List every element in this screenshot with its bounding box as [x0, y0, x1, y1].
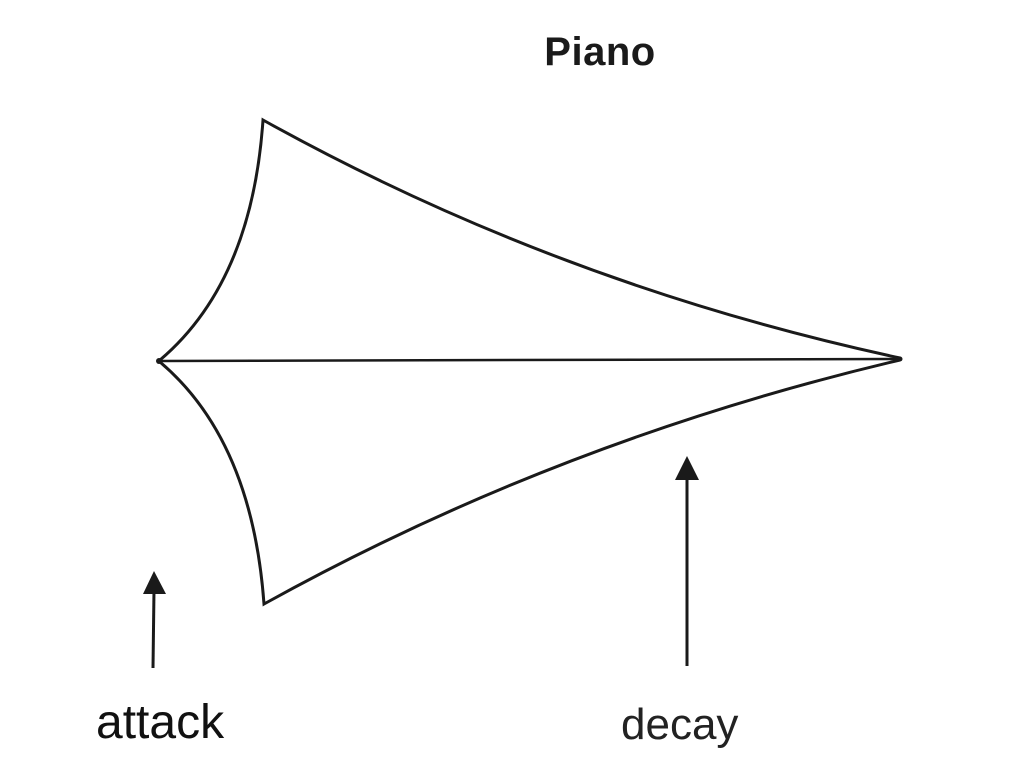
decay-label: decay: [621, 700, 739, 749]
upper-envelope-curve: [159, 117, 901, 362]
decay-arrow-head: [675, 456, 699, 480]
decay-end-point: [897, 356, 903, 362]
attack-arrow-shaft: [151, 589, 156, 669]
center-axis-line: [157, 357, 903, 363]
attack-arrow: [143, 571, 166, 669]
lower-envelope-curve: [159, 358, 901, 607]
diagram-title: Piano: [544, 30, 656, 74]
decay-arrow: [675, 456, 699, 666]
attack-label: attack: [96, 696, 225, 749]
attack-start-point: [156, 358, 162, 364]
attack-arrow-head: [143, 571, 166, 594]
